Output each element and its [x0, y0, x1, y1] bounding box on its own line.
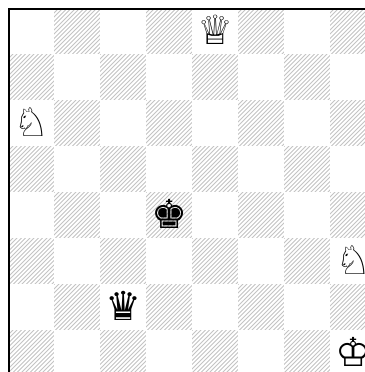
- square-e5[interactable]: [192, 146, 238, 192]
- square-h6[interactable]: [330, 100, 365, 146]
- square-f5[interactable]: [238, 146, 284, 192]
- square-c7[interactable]: [100, 54, 146, 100]
- square-e4[interactable]: [192, 192, 238, 238]
- square-g1[interactable]: [284, 330, 330, 372]
- square-g8[interactable]: [284, 8, 330, 54]
- chess-board: ♕ ♘ ♚ ♘ ♛ ♔: [8, 8, 365, 372]
- white-king-piece[interactable]: ♔: [330, 330, 365, 372]
- square-b3[interactable]: [54, 238, 100, 284]
- square-a8[interactable]: [8, 8, 54, 54]
- square-b6[interactable]: [54, 100, 100, 146]
- square-e6[interactable]: [192, 100, 238, 146]
- square-b8[interactable]: [54, 8, 100, 54]
- black-king-piece[interactable]: ♚: [146, 192, 192, 238]
- square-h5[interactable]: [330, 146, 365, 192]
- square-b4[interactable]: [54, 192, 100, 238]
- square-d7[interactable]: [146, 54, 192, 100]
- square-g3[interactable]: [284, 238, 330, 284]
- white-knight-piece[interactable]: ♘: [8, 100, 54, 146]
- square-f1[interactable]: [238, 330, 284, 372]
- square-c5[interactable]: [100, 146, 146, 192]
- square-c3[interactable]: [100, 238, 146, 284]
- square-g6[interactable]: [284, 100, 330, 146]
- square-a2[interactable]: [8, 284, 54, 330]
- square-a7[interactable]: [8, 54, 54, 100]
- square-g4[interactable]: [284, 192, 330, 238]
- square-a4[interactable]: [8, 192, 54, 238]
- square-e7[interactable]: [192, 54, 238, 100]
- white-queen-piece[interactable]: ♕: [192, 8, 238, 54]
- square-b5[interactable]: [54, 146, 100, 192]
- square-f8[interactable]: [238, 8, 284, 54]
- square-e2[interactable]: [192, 284, 238, 330]
- square-f4[interactable]: [238, 192, 284, 238]
- square-d1[interactable]: [146, 330, 192, 372]
- square-b7[interactable]: [54, 54, 100, 100]
- square-g7[interactable]: [284, 54, 330, 100]
- square-h2[interactable]: [330, 284, 365, 330]
- square-d8[interactable]: [146, 8, 192, 54]
- square-f3[interactable]: [238, 238, 284, 284]
- square-b2[interactable]: [54, 284, 100, 330]
- square-d3[interactable]: [146, 238, 192, 284]
- square-d2[interactable]: [146, 284, 192, 330]
- square-b1[interactable]: [54, 330, 100, 372]
- square-a3[interactable]: [8, 238, 54, 284]
- square-c6[interactable]: [100, 100, 146, 146]
- square-a5[interactable]: [8, 146, 54, 192]
- square-f7[interactable]: [238, 54, 284, 100]
- square-a1[interactable]: [8, 330, 54, 372]
- black-queen-piece[interactable]: ♛: [100, 284, 146, 330]
- square-g5[interactable]: [284, 146, 330, 192]
- square-d5[interactable]: [146, 146, 192, 192]
- square-d6[interactable]: [146, 100, 192, 146]
- square-e3[interactable]: [192, 238, 238, 284]
- white-knight-piece[interactable]: ♘: [330, 238, 365, 284]
- square-c8[interactable]: [100, 8, 146, 54]
- square-g2[interactable]: [284, 284, 330, 330]
- square-h7[interactable]: [330, 54, 365, 100]
- square-c1[interactable]: [100, 330, 146, 372]
- square-e1[interactable]: [192, 330, 238, 372]
- square-f2[interactable]: [238, 284, 284, 330]
- square-h4[interactable]: [330, 192, 365, 238]
- square-f6[interactable]: [238, 100, 284, 146]
- square-h8[interactable]: [330, 8, 365, 54]
- square-c4[interactable]: [100, 192, 146, 238]
